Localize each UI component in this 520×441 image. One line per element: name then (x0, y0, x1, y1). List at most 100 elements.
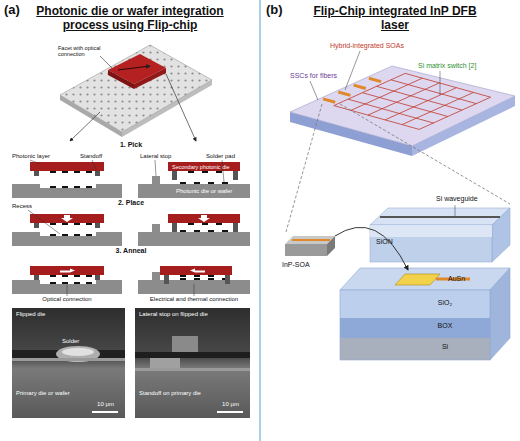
step-label: 2. Place (101, 199, 161, 207)
flipped-die (30, 266, 104, 280)
flipped-die (30, 214, 104, 228)
sion-layer (370, 225, 492, 237)
step-label: 1. Pick (101, 141, 161, 149)
soa-stripe (292, 239, 330, 241)
panel-letter: (a) (4, 3, 20, 18)
leader-line (100, 56, 112, 68)
leader-line (30, 160, 40, 164)
layer-label: SiO₂ (420, 299, 470, 307)
part-label: Photonic die or wafer (176, 188, 232, 195)
anneal-step (12, 266, 250, 296)
panel-title: Photonic die or wafer integration proces… (30, 5, 230, 33)
part-label: AuSn (448, 275, 465, 283)
part-label: Photonic layer (12, 153, 50, 160)
standoff (150, 358, 180, 368)
leader-line (222, 160, 224, 182)
die-side (108, 70, 134, 89)
solder-bump (62, 348, 94, 356)
si-waveguide (380, 216, 500, 218)
wafer-sketch (60, 45, 212, 141)
flipped-die (168, 162, 240, 180)
sem-left (12, 308, 125, 418)
part-label: Electrical and thermal connection (138, 296, 250, 303)
part-label: Recess (12, 203, 32, 210)
panel-letter: (b) (266, 3, 283, 18)
detail-sketch (285, 205, 510, 360)
zoom-line (286, 104, 510, 232)
box-layer (340, 318, 490, 338)
sio2-layer (340, 290, 490, 318)
waveguide-front (370, 225, 492, 262)
sem-gap (135, 352, 250, 358)
waveguide-top (370, 208, 510, 225)
part-label: Standoff (80, 153, 102, 160)
part-label: SSCs for fibers (290, 72, 337, 80)
si-layer (340, 338, 490, 360)
substrate-top (340, 268, 510, 290)
part-label: SiON (376, 238, 393, 246)
leader-line (194, 284, 195, 296)
leader-line (92, 160, 97, 172)
layer-label: BOX (420, 322, 470, 330)
lateral-stop (172, 336, 198, 352)
primary-die (12, 184, 122, 198)
part-label: Optical connection (12, 296, 122, 303)
wafer-top (60, 45, 212, 132)
switch-matrix (334, 73, 491, 129)
part-label: Si waveguide (436, 195, 478, 203)
down-arrow (198, 215, 210, 222)
pointer-arrow (166, 74, 196, 141)
surface-line (12, 358, 125, 361)
leader-line (28, 210, 60, 234)
sem-right (135, 308, 250, 418)
leader-line (155, 160, 156, 176)
pointer-arrow (70, 112, 100, 141)
scale-label: 10 µm (217, 401, 244, 408)
panel-title: Flip-Chip integrated InP DFB laser (300, 5, 490, 33)
layer-label: Si (420, 343, 470, 351)
move-arrow (118, 66, 150, 70)
pick-step (12, 160, 250, 198)
leader-line (67, 285, 68, 296)
die-side (134, 68, 166, 89)
flipped-die (30, 162, 104, 176)
pad-grid (60, 45, 212, 132)
part-label: Primary die or wafer (16, 390, 70, 397)
part-label: InP-SOA (282, 261, 310, 269)
substrate-side (490, 268, 510, 360)
surface-line (135, 368, 250, 371)
flipped-die (168, 214, 240, 232)
sem-image (12, 308, 250, 418)
panel-divider (259, 0, 261, 441)
part-label: Lateral stop on flipped die (139, 311, 208, 318)
leader-line (455, 205, 456, 216)
flip-arrow (335, 227, 408, 270)
shift-arrow (60, 269, 75, 273)
part-label: Solder (62, 338, 79, 345)
scale-bar (217, 411, 243, 413)
part-label: Standoff on primary die (139, 390, 201, 397)
step-label: 3. Anneal (101, 247, 161, 255)
part-label: Secondary photonic die (172, 164, 229, 170)
soa-array (323, 78, 381, 102)
place-step (12, 210, 250, 246)
part-label: Si matrix switch [2] (418, 62, 476, 70)
scale-label: 10 µm (92, 401, 119, 408)
flipped-die (160, 266, 232, 284)
primary-die (12, 232, 122, 246)
substrate-outline (340, 290, 490, 360)
soa-front (285, 244, 327, 256)
ausn-pad (395, 274, 440, 285)
soa-top (285, 236, 335, 244)
part-label: Solder pad (206, 153, 235, 160)
down-arrow (61, 215, 73, 222)
part-label: Flipped die (16, 311, 45, 318)
shift-arrow (190, 269, 205, 273)
chip-sketch (286, 51, 515, 232)
scale-bar (92, 411, 118, 413)
part-label: Lateral stop (140, 153, 171, 160)
part-label: Facet with optical connection (58, 45, 106, 58)
part-label: Hybrid-integrated SOAs (330, 42, 404, 50)
chip-top (290, 66, 515, 146)
